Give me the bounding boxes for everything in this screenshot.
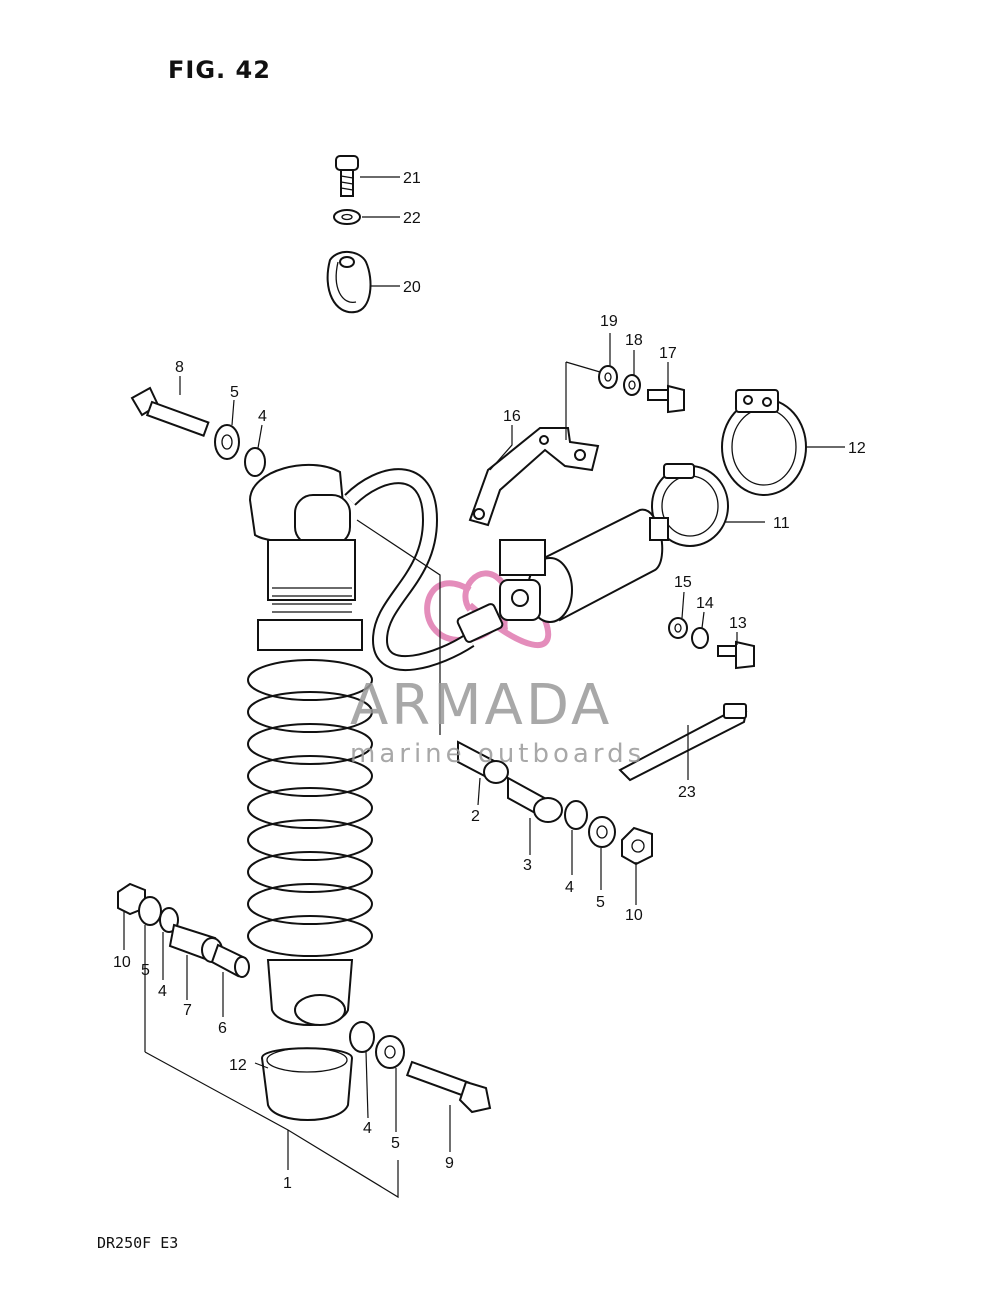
washer-15 bbox=[668, 617, 688, 639]
callout-17: 17 bbox=[659, 345, 677, 362]
callout-4-top: 4 bbox=[258, 408, 267, 425]
callout-5-lower: 5 bbox=[141, 962, 150, 979]
callout-13: 13 bbox=[729, 615, 747, 632]
hose-clamp-12-top bbox=[721, 389, 807, 496]
callout-23: 23 bbox=[678, 784, 696, 801]
hose-clamp-12-lower bbox=[260, 1047, 354, 1121]
collar-3 bbox=[507, 776, 563, 823]
callout-21: 21 bbox=[403, 170, 421, 187]
callout-4-lower: 4 bbox=[158, 983, 167, 1000]
o-ring-4-top bbox=[244, 447, 266, 477]
bushing-6 bbox=[210, 943, 250, 978]
reservoir-tank bbox=[499, 508, 669, 623]
washer-5-mid bbox=[588, 816, 616, 848]
nut-10-mid bbox=[621, 826, 653, 866]
watermark-tagline: marine outboards bbox=[350, 739, 645, 769]
callout-22: 22 bbox=[403, 210, 421, 227]
washer-5-top bbox=[214, 424, 240, 460]
bolt-17 bbox=[647, 384, 685, 414]
lock-washer-14 bbox=[691, 627, 709, 649]
bolt-13 bbox=[717, 640, 755, 670]
callout-12-lower: 12 bbox=[229, 1057, 247, 1074]
callout-5-mid: 5 bbox=[596, 894, 605, 911]
callout-10-mid: 10 bbox=[625, 907, 643, 924]
callout-3: 3 bbox=[523, 857, 532, 874]
callout-5-top: 5 bbox=[230, 384, 239, 401]
callout-11: 11 bbox=[773, 515, 790, 532]
band-23 bbox=[618, 703, 748, 782]
callout-8: 8 bbox=[175, 359, 184, 376]
o-ring-4-mid bbox=[564, 800, 588, 830]
callout-labels: 21 22 20 19 18 17 16 12 8 5 4 11 15 14 1… bbox=[113, 170, 866, 1192]
callout-6: 6 bbox=[218, 1020, 227, 1037]
clamp-20 bbox=[326, 251, 372, 314]
callout-5-bottom: 5 bbox=[391, 1135, 400, 1152]
callout-2: 2 bbox=[471, 808, 480, 825]
washer-5-lower bbox=[138, 896, 162, 926]
o-ring-4-bottom bbox=[349, 1021, 375, 1053]
callout-18: 18 bbox=[625, 332, 643, 349]
bolt-8 bbox=[130, 386, 210, 437]
bolt-21 bbox=[335, 155, 359, 197]
figure-title: FIG. 42 bbox=[168, 56, 271, 84]
callout-14: 14 bbox=[696, 595, 714, 612]
bushing-2 bbox=[457, 740, 509, 784]
callout-20: 20 bbox=[403, 279, 421, 296]
lock-washer-18 bbox=[623, 374, 641, 396]
washer-19 bbox=[598, 365, 618, 389]
reservoir-hose bbox=[344, 468, 504, 672]
hose-clamp-11 bbox=[651, 463, 729, 547]
callout-7: 7 bbox=[183, 1002, 192, 1019]
model-code: DR250F E3 bbox=[97, 1234, 179, 1252]
callout-1: 1 bbox=[283, 1175, 292, 1192]
leader-lines bbox=[123, 176, 845, 1199]
callout-12-top: 12 bbox=[848, 440, 866, 457]
watermark-brand: ARMADA bbox=[350, 673, 612, 738]
callout-15: 15 bbox=[674, 574, 692, 591]
washer-5-bottom bbox=[375, 1035, 405, 1069]
callout-9: 9 bbox=[445, 1155, 454, 1172]
shock-absorber-1 bbox=[247, 463, 373, 1026]
callout-4-bottom: 4 bbox=[363, 1120, 372, 1137]
bracket-16 bbox=[468, 427, 600, 527]
bolt-9 bbox=[405, 1060, 492, 1114]
washer-22 bbox=[333, 209, 361, 225]
callout-19: 19 bbox=[600, 313, 618, 330]
callout-10-lower: 10 bbox=[113, 954, 131, 971]
callout-4-mid: 4 bbox=[565, 879, 574, 896]
callout-16: 16 bbox=[503, 408, 521, 425]
